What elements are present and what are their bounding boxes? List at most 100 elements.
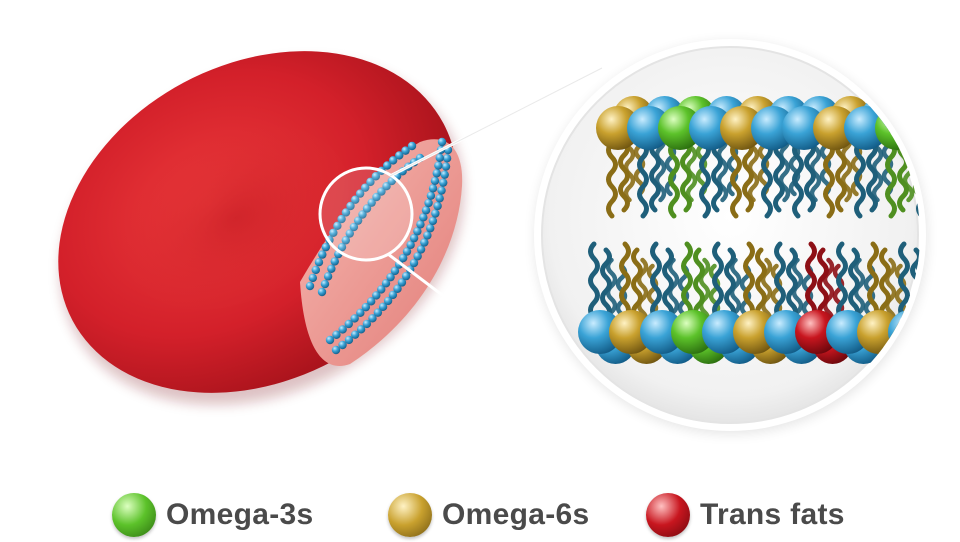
cutaway-lipid-head [407, 141, 417, 151]
bottom-leaflet-head [702, 310, 746, 354]
top-leaflet-head [906, 106, 920, 150]
trans-fat-swatch [646, 493, 690, 537]
cutaway-lipid-head [351, 195, 360, 204]
cutaway-lipid-head [416, 220, 425, 229]
cutaway-lipid-head [350, 314, 359, 323]
cell-cutaway [300, 139, 463, 366]
top-leaflet-lipid [937, 106, 960, 216]
legend-label-omega-6: Omega-6s [442, 498, 590, 531]
cutaway-lipid-head [421, 206, 431, 215]
cutaway-lipid-head [355, 189, 365, 198]
cutaway-lipid-head [373, 308, 383, 317]
cutaway-lipid-head [372, 291, 381, 300]
top-leaflet-lipid [596, 106, 640, 219]
top-leaflet-head [689, 106, 733, 150]
cutaway-lipid-head [383, 161, 392, 170]
top-leaflet-head [937, 106, 960, 150]
cutaway-lipid-head [434, 161, 443, 170]
bottom-leaflet-lipid [764, 241, 808, 354]
cutaway-lipid-head [320, 279, 330, 289]
cutaway-lipid-head [323, 272, 333, 281]
cutaway-lipid-head [377, 285, 386, 294]
bottom-leaflet-head [950, 310, 960, 354]
bottom-leaflet-lipid [950, 244, 960, 354]
cutaway-lipid-head [386, 272, 395, 282]
top-leaflet-lipid [844, 106, 888, 219]
bottom-leaflet-head [764, 310, 808, 354]
top-leaflet-head [782, 106, 826, 150]
cutaway-lipid-head [409, 258, 419, 268]
cutaway-lipid-head [341, 236, 351, 245]
top-leaflet-head [658, 106, 702, 150]
top-leaflet-head [627, 106, 671, 150]
cutaway-lipid-head [398, 253, 408, 263]
cutaway-lipid-head [341, 208, 351, 217]
cutaway-lipid-head [442, 154, 452, 163]
red-blood-cell [58, 51, 464, 405]
cutaway-lipid-head [393, 284, 402, 293]
cutaway-lipid-head [345, 229, 354, 238]
cutaway-lipid-head [402, 247, 412, 256]
phospholipid-bilayer [578, 96, 960, 364]
cutaway-lipid-head [317, 287, 327, 297]
legend-item-omega-6: Omega-6s [388, 492, 589, 538]
cutaway-lipid-head [377, 187, 386, 196]
cutaway-lipid-head [388, 156, 398, 165]
cutaway-lipid-head [416, 245, 426, 254]
cutaway-lipid-head [390, 266, 400, 276]
cutaway-lipid-head [435, 194, 444, 203]
cutaway-lipid-head [314, 257, 324, 267]
top-leaflet-lipid [751, 106, 795, 219]
bottom-leaflet-head [733, 310, 777, 354]
cutaway-lipid-head [362, 204, 372, 213]
cutaway-lipid-head [350, 330, 360, 339]
cutaway-lipid-head [431, 209, 440, 218]
top-leaflet-lipid [689, 106, 733, 219]
cutaway-lipid-head [426, 224, 435, 233]
cutaway-lipid-head [409, 233, 419, 243]
bottom-leaflet-lipid [702, 241, 746, 354]
legend-item-trans-fat: Trans fats [646, 492, 845, 538]
cutaway-lipid-head [395, 151, 404, 160]
top-leaflet-lipid [720, 106, 764, 219]
cutaway-lipid-head [366, 297, 376, 306]
bottom-leaflet-head [919, 310, 920, 354]
cutaway-lipid-head [441, 162, 451, 171]
cutaway-lipid-head [383, 296, 393, 306]
cutaway-lipid-head [344, 319, 353, 329]
cutaway-lipid-head [356, 325, 366, 334]
top-leaflet-lipid [782, 106, 826, 219]
top-leaflet-lipid [658, 106, 702, 219]
cutaway-lipid-head [420, 238, 429, 247]
top-leaflet-head [596, 106, 640, 150]
cutaway-lipid-head [430, 176, 440, 186]
cutaway-lipid-head [358, 210, 367, 219]
cutaway-lipid-head [440, 170, 449, 179]
omega-3-swatch [112, 493, 156, 537]
membrane-zoom-circle [534, 39, 960, 434]
bottom-leaflet-head [609, 310, 653, 354]
legend: Omega-3s Omega-6s Trans fats [0, 488, 960, 542]
cutaway-lipid-head [330, 257, 339, 266]
top-leaflet-head-back [892, 96, 920, 136]
bottom-leaflet-head [640, 310, 684, 354]
bottom-leaflet-head [795, 310, 839, 354]
cutaway-lipid-head [397, 278, 407, 287]
cutaway-lipid-head [372, 192, 381, 202]
cutaway-lipid-head [366, 177, 375, 187]
bottom-leaflet-head-back [937, 324, 960, 364]
cutaway-lipid-head [362, 319, 372, 329]
cutaway-lipid-head [423, 231, 432, 240]
top-leaflet-head-back [955, 96, 960, 136]
omega-6-swatch [388, 493, 432, 537]
cutaway-lipid-head [413, 252, 422, 261]
cutaway-lipid-head [353, 216, 363, 225]
cutaway-lipid-head [378, 302, 388, 312]
bottom-leaflet-lipid [671, 241, 715, 354]
cutaway-lipid-head [428, 216, 438, 226]
cutaway-lipid-head [382, 182, 391, 191]
magnifier-lens [318, 166, 414, 262]
top-leaflet-head [844, 106, 888, 150]
legend-item-omega-3: Omega-3s [112, 492, 313, 538]
cutaway-lipid-head [318, 250, 327, 259]
